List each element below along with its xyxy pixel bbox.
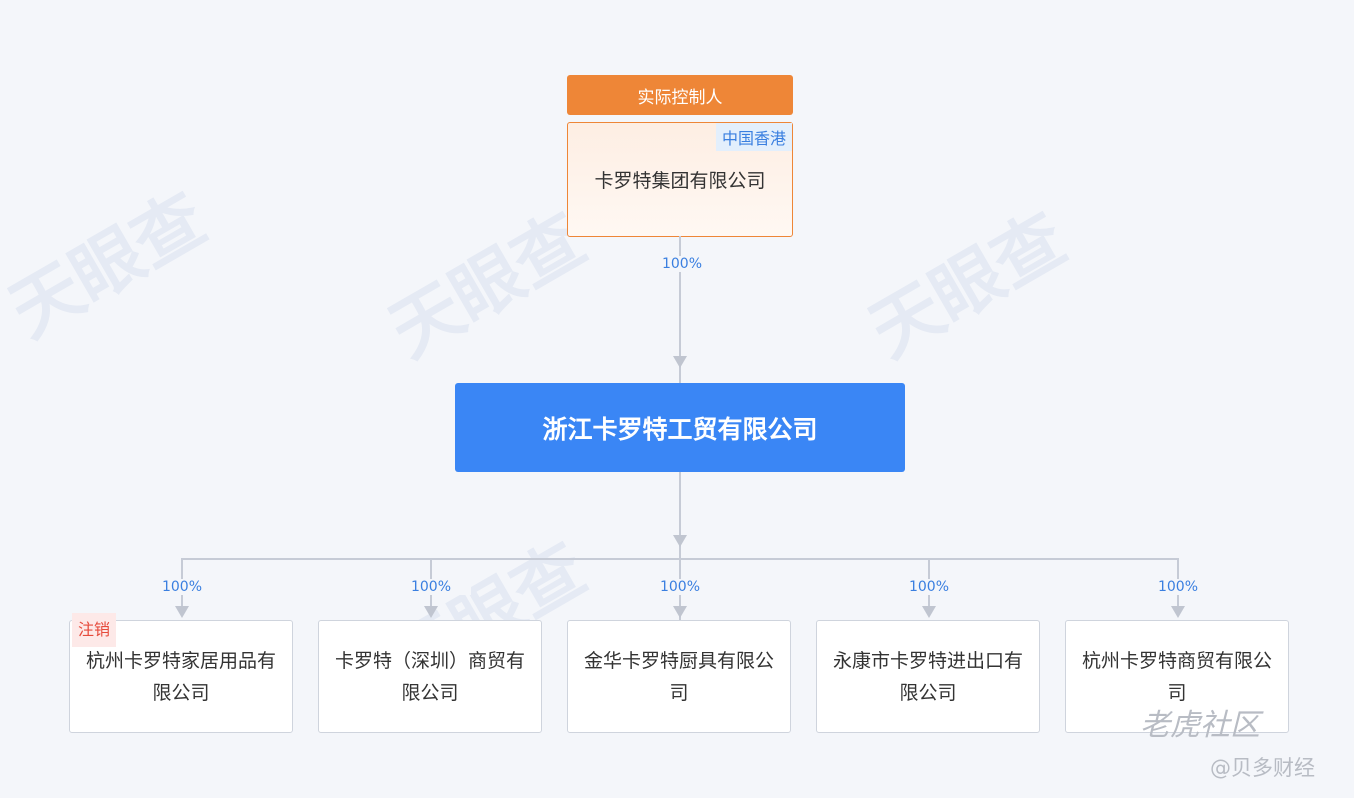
arrow-down-icon <box>673 606 687 618</box>
subsidiary-name: 杭州卡罗特家居用品有限公司 <box>85 649 276 704</box>
arrow-down-icon <box>175 606 189 618</box>
subsidiary-node[interactable]: 金华卡罗特厨具有限公司 <box>567 620 791 733</box>
subsidiary-node[interactable]: 永康市卡罗特进出口有限公司 <box>816 620 1040 733</box>
arrow-down-icon <box>673 356 687 368</box>
arrow-down-icon <box>424 606 438 618</box>
controller-company-name: 卡罗特集团有限公司 <box>594 170 766 192</box>
subsidiary-node[interactable]: 卡罗特（深圳）商贸有限公司 <box>318 620 542 733</box>
share-percent: 100% <box>889 579 969 595</box>
main-company-node[interactable]: 浙江卡罗特工贸有限公司 <box>455 383 905 472</box>
arrow-down-icon <box>673 535 687 547</box>
subsidiary-name: 卡罗特（深圳）商贸有限公司 <box>334 649 525 704</box>
status-badge: 注销 <box>72 613 117 647</box>
share-percent: 100% <box>391 579 471 595</box>
arrow-down-icon <box>1171 606 1185 618</box>
subsidiary-name: 杭州卡罗特商贸有限公司 <box>1081 649 1272 704</box>
community-watermark: 老虎社区 <box>1140 708 1260 743</box>
controller-company-node[interactable]: 中国香港 卡罗特集团有限公司 <box>567 122 793 237</box>
actual-controller-header: 实际控制人 <box>567 75 793 115</box>
share-percent: 100% <box>642 256 722 272</box>
share-percent: 100% <box>142 579 222 595</box>
watermark: 天眼查 <box>0 177 220 354</box>
subsidiary-name: 金华卡罗特厨具有限公司 <box>583 649 774 704</box>
connector-line <box>679 236 681 383</box>
subsidiary-node[interactable]: 注销 杭州卡罗特家居用品有限公司 <box>69 613 293 733</box>
arrow-down-icon <box>922 606 936 618</box>
share-percent: 100% <box>1138 579 1218 595</box>
share-percent: 100% <box>640 579 720 595</box>
watermark: 天眼查 <box>856 197 1080 374</box>
subsidiary-name: 永康市卡罗特进出口有限公司 <box>832 649 1023 704</box>
region-tag: 中国香港 <box>715 123 792 151</box>
subsidiary-node[interactable]: 杭州卡罗特商贸有限公司 <box>1065 620 1289 733</box>
author-credit: @贝多财经 <box>1210 756 1315 780</box>
